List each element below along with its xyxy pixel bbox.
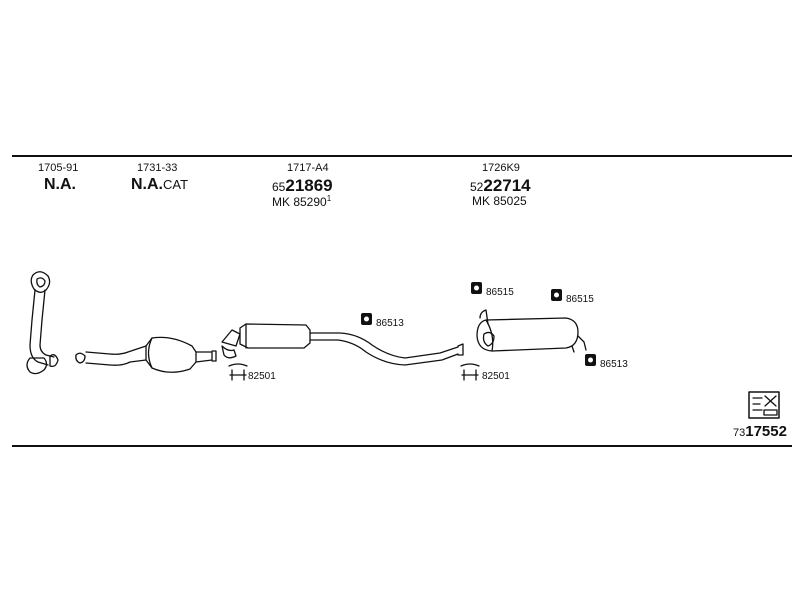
center-silencer-drawing xyxy=(221,323,464,366)
part-number-4: 5222714 xyxy=(470,176,531,196)
part-number-4-prefix: 52 xyxy=(470,180,484,194)
hanger-symbol-2 xyxy=(471,282,482,294)
bottom-divider xyxy=(12,445,792,447)
diagram-reference-prefix: 73 xyxy=(733,427,746,439)
part-status-2: N.A.CAT xyxy=(131,176,188,194)
mk-number-3: MK 852901 xyxy=(272,194,331,209)
clamp-symbol-2 xyxy=(460,363,480,381)
part-number-3-main: 21869 xyxy=(285,176,333,195)
clamp-symbol-1 xyxy=(228,363,248,381)
callout-label-6: 86513 xyxy=(600,359,628,370)
diagram-reference-icon xyxy=(748,391,780,419)
mk-number-3-text: MK 85290 xyxy=(272,195,327,209)
part-status-2-na: N.A. xyxy=(131,176,163,193)
rear-silencer-drawing xyxy=(476,309,587,353)
catalytic-converter-drawing xyxy=(75,336,217,373)
hanger-symbol-1 xyxy=(361,313,372,325)
top-divider xyxy=(12,155,792,157)
part-number-3: 6521869 xyxy=(272,176,333,196)
callout-label-5: 82501 xyxy=(482,371,510,382)
part-code-4: 1726K9 xyxy=(482,162,520,174)
callout-label-1: 86513 xyxy=(376,318,404,329)
part-status-1: N.A. xyxy=(44,176,76,193)
diagram-reference-number: 7317552 xyxy=(733,423,787,441)
part-code-3: 1717-A4 xyxy=(287,162,329,174)
part-number-3-prefix: 65 xyxy=(272,180,286,194)
diagram-reference-main: 17552 xyxy=(745,423,787,440)
part-status-2-cat: CAT xyxy=(163,177,189,192)
mk-number-4: MK 85025 xyxy=(472,194,527,208)
callout-label-4: 86515 xyxy=(566,294,594,305)
mk-number-3-sup: 1 xyxy=(326,194,332,203)
part-code-1: 1705-91 xyxy=(38,162,79,174)
part-number-4-main: 22714 xyxy=(483,176,531,195)
callout-label-2: 82501 xyxy=(248,371,276,382)
part-code-2: 1731-33 xyxy=(137,162,178,174)
front-pipe-drawing xyxy=(26,271,59,375)
hanger-symbol-3 xyxy=(551,289,562,301)
hanger-symbol-4 xyxy=(585,354,596,366)
callout-label-3: 86515 xyxy=(486,287,514,298)
